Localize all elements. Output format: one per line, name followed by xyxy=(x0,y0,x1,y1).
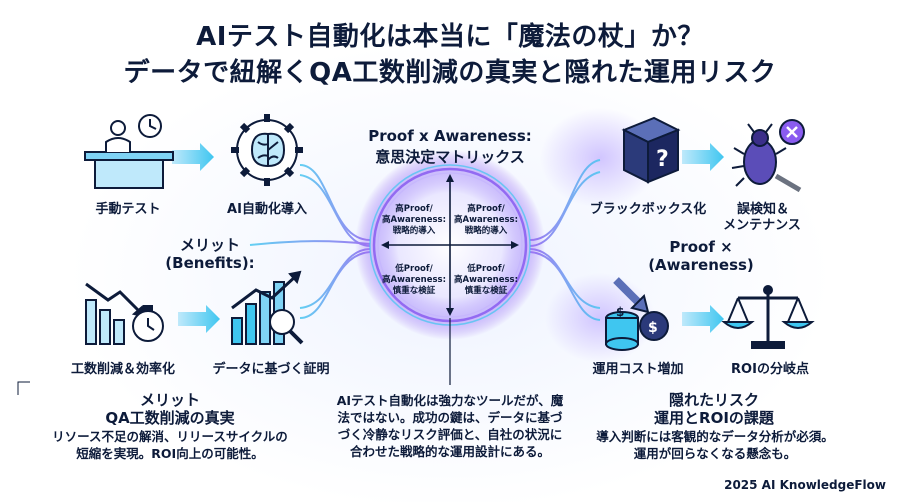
balance-scale-icon xyxy=(721,285,815,349)
quadrant-bottom-right: 低Proof/高Awareness:慎重な検証 xyxy=(454,264,518,296)
right-bottom-title-1: 隠れたリスク xyxy=(668,391,759,409)
black-box-icon: ? xyxy=(621,116,681,184)
center-desc-2: 法ではない。成功の鍵は、データに基づ xyxy=(337,410,563,425)
bug-wrench-icon xyxy=(731,119,805,193)
ops-cost-label: 運用コスト増加 xyxy=(592,362,684,377)
left-bottom-desc-2: 短縮を実現。ROI向上の可能性。 xyxy=(76,446,264,461)
right-bottom-desc-1: 導入判断には客観的なデータ分析が必須。 xyxy=(596,429,834,444)
gear-brain-icon xyxy=(231,114,303,186)
data-proof-icon xyxy=(231,270,304,345)
footer-credit: 2025 AI KnowledgeFlow xyxy=(724,478,886,492)
center-desc-1: AIテスト自動化は強力なツールだが、魔 xyxy=(336,393,564,408)
title-line-2: データで紐解くQA工数削減の真実と隠れた運用リスク xyxy=(123,58,777,88)
quadrant-top-left: 高Proof/高Awareness:戦略的導入 xyxy=(382,204,446,236)
data-proof-label: データに基づく証明 xyxy=(212,362,330,377)
proof-heading-1: Proof × xyxy=(669,238,733,256)
cost-reduction-icon xyxy=(85,282,164,345)
title-line-1: AIテスト自動化は本当に「魔法の杖」か？ xyxy=(196,22,704,52)
center-desc-3: づく冷静なリスク評価と、自社の状況に xyxy=(337,427,563,442)
coins-icon: $ $ xyxy=(605,277,669,351)
false-detect-label-2: メンテナンス xyxy=(723,218,801,233)
manual-test-icon xyxy=(84,114,174,189)
left-bottom-desc-1: リソース不足の解消、リリースサイクルの xyxy=(52,429,288,444)
merit-heading-1: メリット xyxy=(179,236,240,254)
roi-point-label: ROIの分岐点 xyxy=(731,362,809,377)
svg-text:$: $ xyxy=(616,305,624,319)
quadrant-bottom-left: 低Proof/高Awareness:慎重な検証 xyxy=(382,264,446,296)
quadrant-top-right: 高Proof/高Awareness:戦略的導入 xyxy=(454,204,518,236)
matrix-title-2: 意思決定マトリックス xyxy=(375,148,525,166)
proof-heading-2: (Awareness) xyxy=(648,256,754,274)
center-desc-4: 合わせた戦略的な運用設計にある。 xyxy=(349,444,550,459)
left-bottom-title-2: QA工数削減の真実 xyxy=(105,409,235,427)
svg-text:$: $ xyxy=(648,320,658,336)
false-detect-label-1: 誤検知＆ xyxy=(736,202,789,217)
right-bottom-title-2: 運用とROIの課題 xyxy=(654,409,774,427)
merit-heading-2: (Benefits): xyxy=(165,254,255,272)
ai-adoption-label: AI自動化導入 xyxy=(227,202,307,217)
right-bottom-desc-2: 運用が回らなくなる懸念も。 xyxy=(633,446,797,461)
manual-test-label: 手動テスト xyxy=(95,202,161,217)
left-bottom-title-1: メリット xyxy=(139,391,200,409)
svg-text:?: ? xyxy=(656,147,669,172)
cost-reduction-label: 工数削減＆効率化 xyxy=(70,362,175,377)
matrix-title-1: Proof x Awareness: xyxy=(368,127,532,145)
black-box-label: ブラックボックス化 xyxy=(589,202,707,217)
